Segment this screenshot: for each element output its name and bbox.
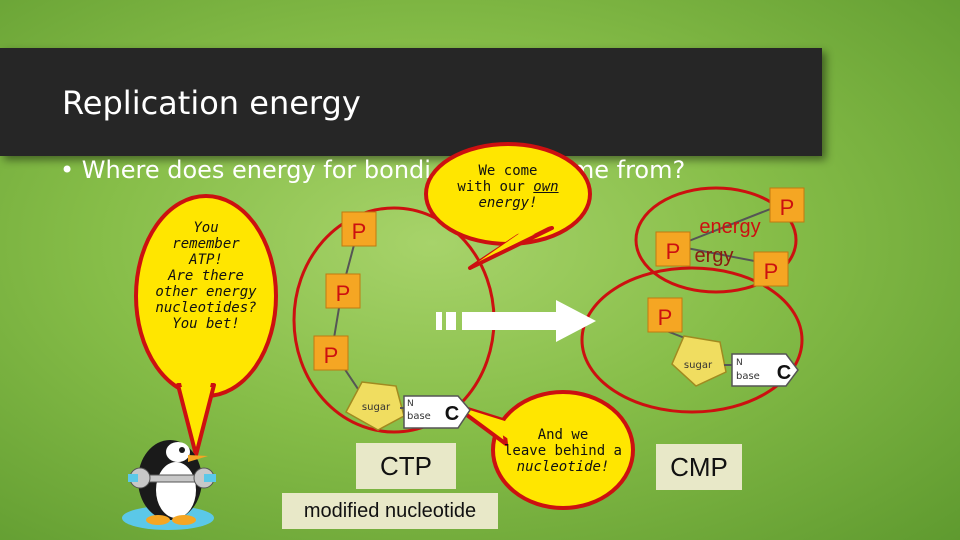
penguin-bubble-text: You remember ATP! Are there other energy… [140, 220, 272, 332]
top-speech-bubble [424, 142, 592, 270]
phosphate-3-label: P [324, 343, 339, 368]
base-prefix-left: N [407, 399, 414, 409]
reaction-arrow [436, 300, 596, 342]
bottom-speech-bubble [450, 390, 635, 510]
cmp-molecule [647, 297, 799, 387]
penguin-line-4: Are there [168, 268, 244, 284]
penguin-line-1: You [193, 220, 219, 236]
penguin-line-6: nucleotides? [155, 300, 257, 316]
cmp-circle [580, 266, 804, 414]
top-line-1: We come [478, 163, 538, 179]
bottom-bubble-text: And we leave behind a nucleotide! [496, 427, 630, 475]
sugar-pentagon [344, 381, 405, 431]
phosphate-3 [313, 335, 349, 371]
sugar-pentagon-right [671, 335, 727, 387]
sugar-label-left: sugar [362, 402, 391, 413]
base-pentagon [403, 395, 471, 429]
phosphate-6-label: P [666, 239, 681, 264]
energy-circle [634, 186, 798, 294]
phosphate-7-label: P [764, 259, 779, 284]
bottom-line-3: nucleotide! [516, 459, 610, 475]
phosphate-1-label: P [352, 219, 367, 244]
base-letter-left: C [445, 403, 459, 425]
base-prefix-right: N [736, 358, 743, 368]
base-pentagon-right [731, 353, 799, 387]
ctp-label: CTP [356, 443, 456, 489]
base-word-left: base [407, 411, 431, 422]
top-line-2: with our [457, 179, 525, 195]
penguin-line-7: You bet! [172, 316, 240, 332]
title-bar [0, 48, 822, 156]
slide-title: Replication energy [62, 84, 361, 122]
bottom-line-1: And we [537, 427, 589, 443]
penguin-speech-bubble [134, 194, 278, 457]
energy-ghost-text: ergy [695, 245, 734, 267]
penguin-line-5: other energy [155, 284, 257, 300]
phosphate-5 [769, 187, 805, 223]
phosphate-4 [647, 297, 683, 333]
wrench-icon [128, 467, 216, 489]
cmp-label: CMP [656, 444, 742, 490]
phosphate-2 [325, 273, 361, 309]
phosphate-4-label: P [658, 305, 673, 330]
phosphate-7 [753, 251, 789, 287]
released-phosphates [655, 187, 805, 287]
bottom-line-2: leave behind a [503, 443, 622, 459]
energy-text: energy [699, 216, 760, 238]
modified-nucleotide-label: modified nucleotide [282, 493, 498, 529]
penguin-line-3: ATP! [189, 252, 223, 268]
top-line-3: energy! [478, 195, 538, 211]
penguin-line-2: remember [172, 236, 240, 252]
base-word-right: base [736, 371, 760, 382]
bullet-text-start: • Where does energy for bondi [60, 156, 431, 184]
base-letter-right: C [777, 362, 791, 384]
sugar-label-right: sugar [684, 360, 713, 371]
phosphate-2-label: P [336, 281, 351, 306]
ctp-molecule [313, 211, 471, 431]
phosphate-6 [655, 231, 691, 267]
phosphate-1 [341, 211, 377, 247]
top-bubble-text: We come with our own energy! [448, 163, 568, 211]
phosphate-5-label: P [780, 195, 795, 220]
penguin-mascot [122, 440, 216, 530]
top-line-2-emph: own [533, 179, 559, 195]
